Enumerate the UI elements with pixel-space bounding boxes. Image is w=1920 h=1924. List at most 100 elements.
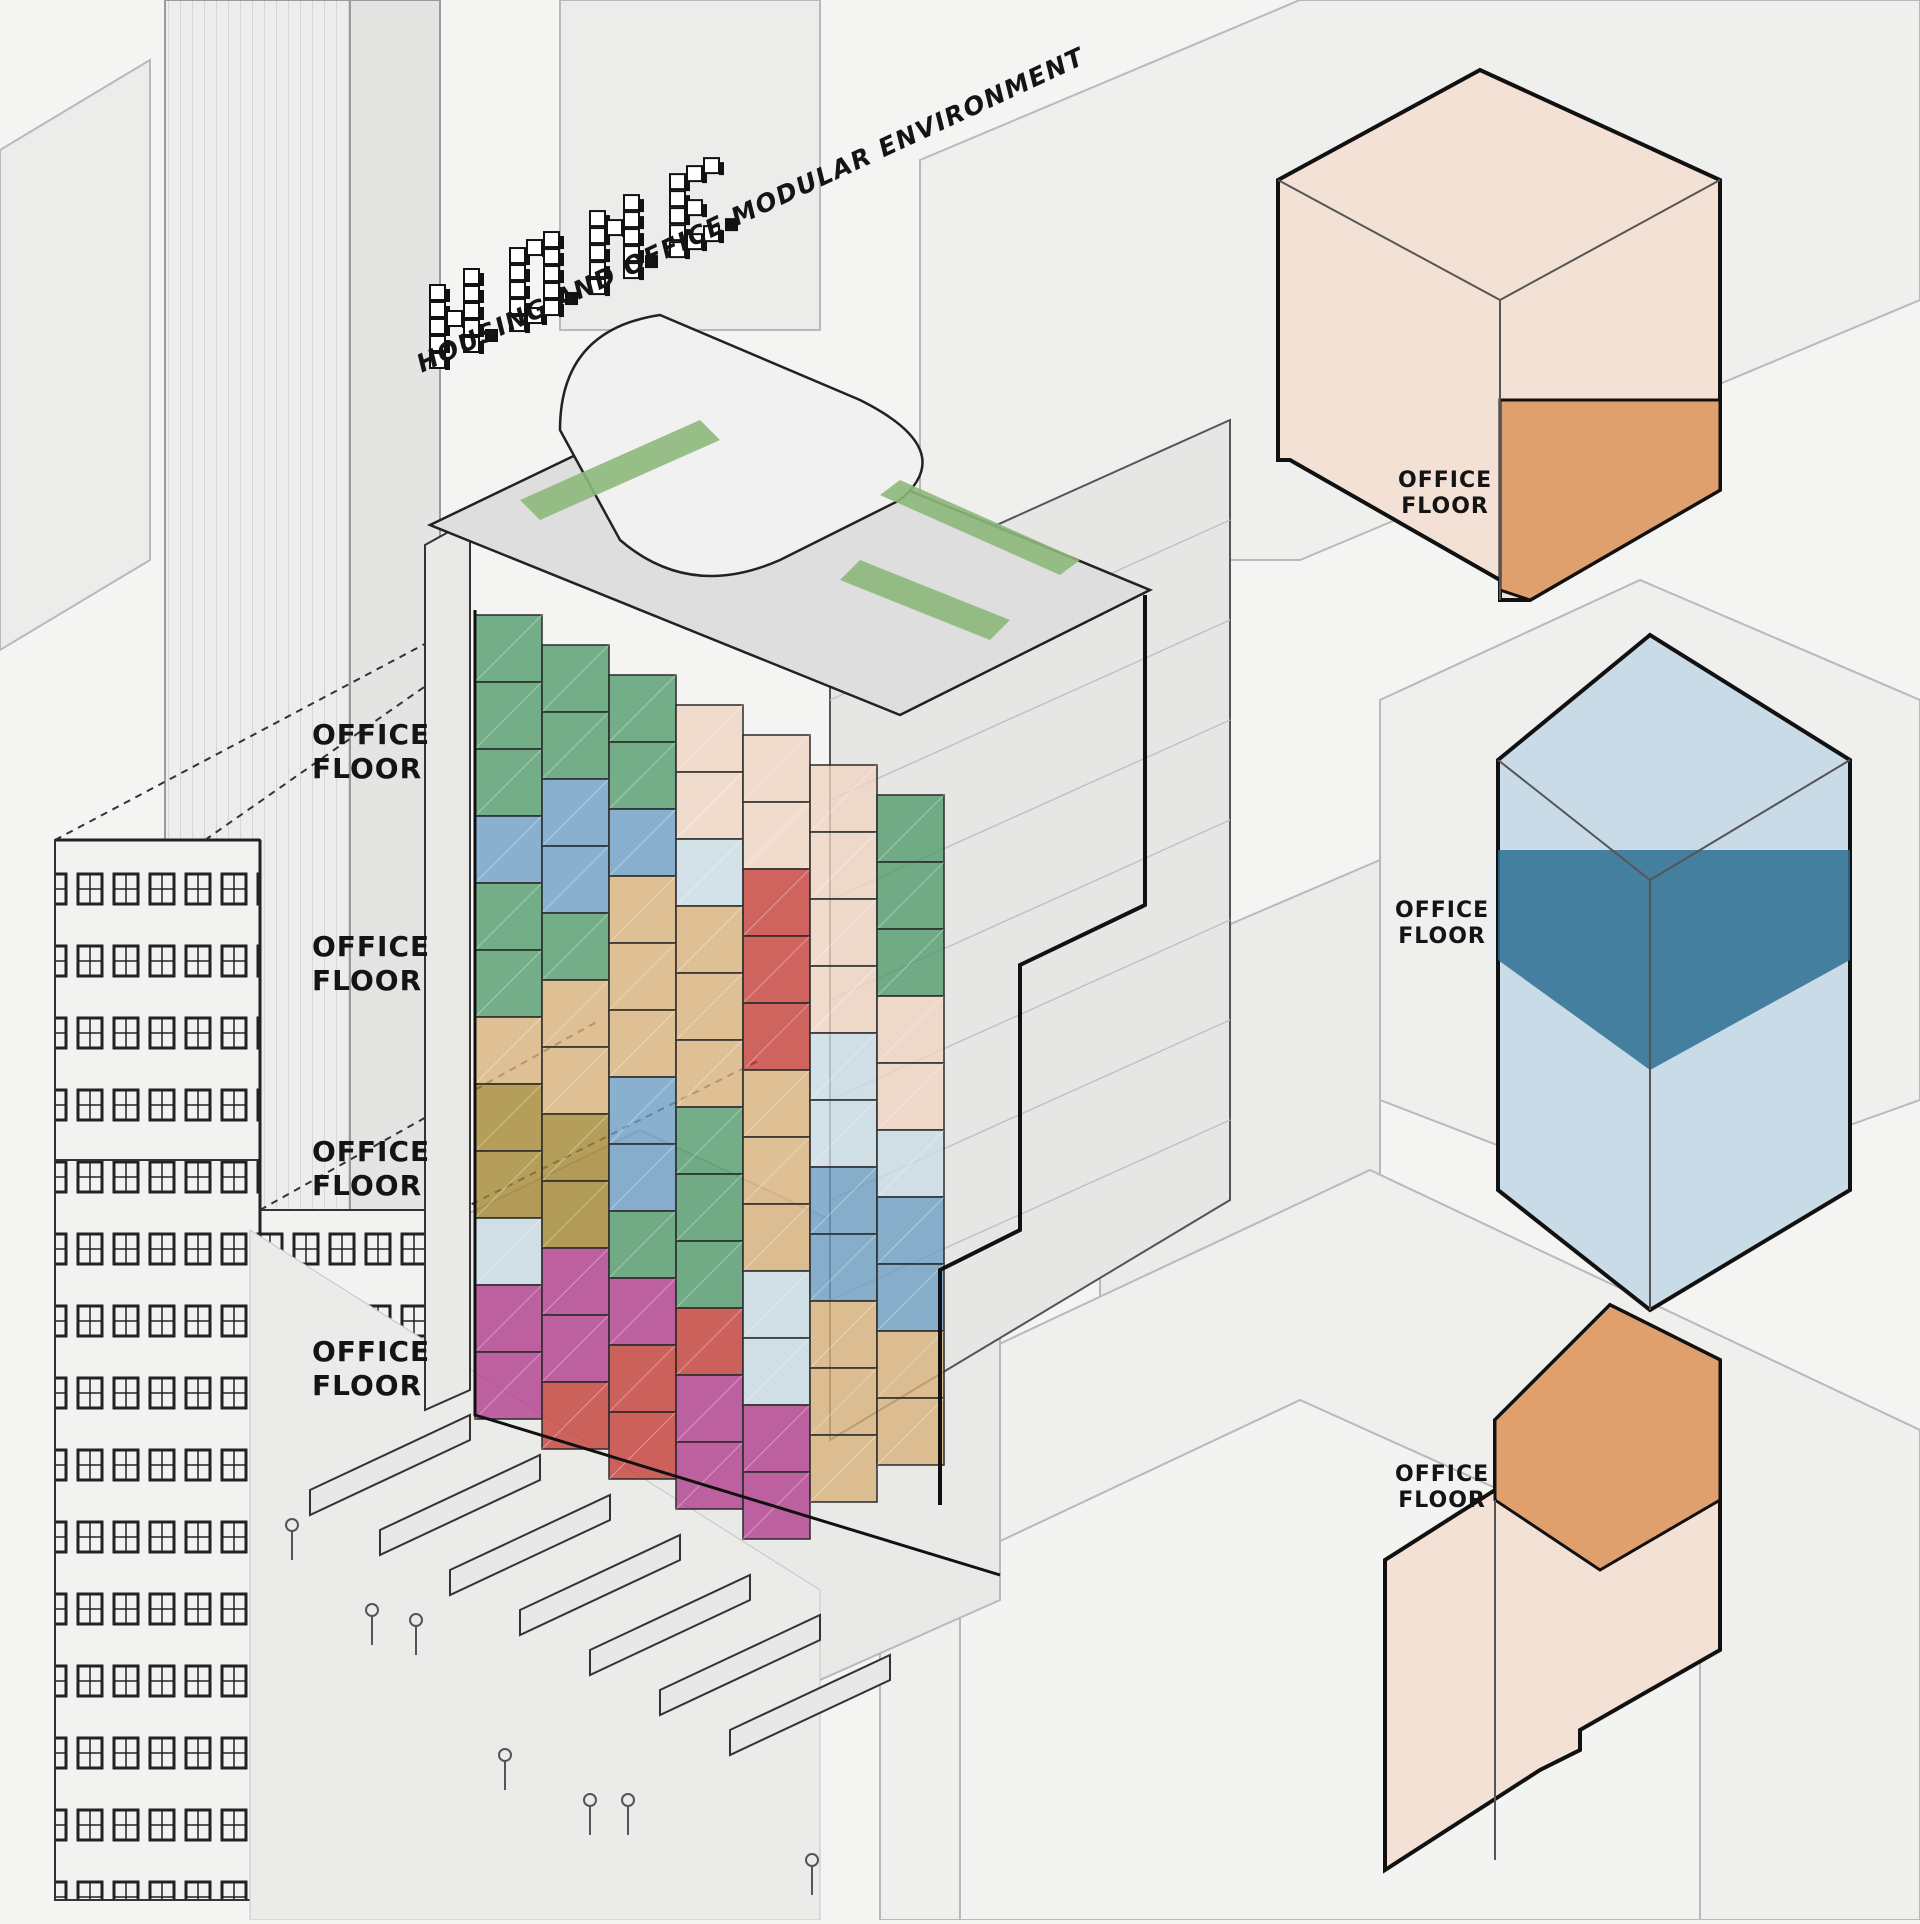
module-cell — [675, 905, 744, 974]
cell-diagonal — [742, 935, 811, 1004]
cell-diagonal — [742, 801, 811, 870]
cell-diagonal — [809, 898, 878, 967]
module-cell — [474, 1351, 543, 1420]
cell-diagonal — [541, 1180, 610, 1249]
cell-diagonal — [876, 995, 945, 1064]
cell-diagonal — [474, 748, 543, 817]
logo-block — [543, 265, 560, 283]
logo-block-shadow — [605, 266, 610, 280]
logo-block-shadow — [559, 287, 564, 301]
logo-block-shadow — [639, 199, 644, 213]
logo-block-shadow — [639, 267, 644, 281]
cell-diagonal — [541, 1314, 610, 1383]
logo-block — [509, 281, 526, 299]
logo-block — [509, 247, 526, 265]
logo-block — [686, 199, 703, 217]
module-cell — [474, 1284, 543, 1353]
logo-block — [686, 165, 703, 183]
cell-diagonal — [474, 614, 543, 683]
logo-block-shadow — [605, 283, 610, 297]
logo-block — [606, 219, 623, 237]
inset-unit-bottom — [1383, 1302, 1722, 1874]
module-cell — [809, 831, 878, 900]
inset-unit-top — [1276, 67, 1722, 602]
module-cell — [608, 741, 677, 810]
module-cell — [608, 875, 677, 944]
logo-block-shadow — [685, 178, 690, 192]
cell-diagonal — [608, 1344, 677, 1413]
module-cell — [608, 1210, 677, 1279]
module-cell — [742, 1270, 811, 1339]
logo-block-shadow — [702, 204, 707, 218]
logo-block-shadow — [525, 269, 530, 283]
cell-diagonal — [474, 949, 543, 1018]
logo-block-shadow — [639, 233, 644, 247]
module-cell — [675, 1374, 744, 1443]
logo-block-shadow — [542, 312, 547, 326]
logo-dot — [565, 292, 578, 306]
logo-block — [669, 173, 686, 191]
module-cell — [541, 1180, 610, 1249]
module-cell — [675, 1441, 744, 1510]
cell-diagonal — [876, 1397, 945, 1466]
module-cell — [675, 1173, 744, 1242]
cell-diagonal — [742, 734, 811, 803]
cell-diagonal — [876, 861, 945, 930]
logo-block-shadow — [479, 324, 484, 337]
logo-block-shadow — [525, 252, 530, 266]
module-cell — [474, 1217, 543, 1286]
module-cell — [608, 1076, 677, 1145]
module-cell — [742, 1136, 811, 1205]
inset-unit-middle — [1496, 632, 1852, 1313]
logo-block-shadow — [479, 307, 484, 320]
module-cell — [474, 681, 543, 750]
logo-block-shadow — [685, 212, 690, 226]
logo-dot — [725, 218, 738, 232]
cell-diagonal — [608, 808, 677, 877]
logo-block — [429, 284, 446, 301]
logo-block — [623, 194, 640, 212]
logo-block — [446, 310, 463, 327]
module-cells — [474, 614, 945, 1540]
cell-diagonal — [809, 831, 878, 900]
logo-block-shadow — [685, 246, 690, 260]
module-cell — [742, 801, 811, 870]
module-cell — [809, 1434, 878, 1503]
cell-diagonal — [608, 674, 677, 743]
module-cell — [876, 1263, 945, 1332]
cell-diagonal — [541, 1247, 610, 1316]
cell-diagonal — [876, 1129, 945, 1198]
cell-diagonal — [608, 1076, 677, 1145]
main-tower — [309, 313, 1231, 1757]
logo-block-shadow — [525, 286, 530, 300]
module-cell — [474, 614, 543, 683]
cell-diagonal — [608, 875, 677, 944]
cell-diagonal — [541, 845, 610, 914]
cell-diagonal — [809, 965, 878, 1034]
cell-diagonal — [541, 1113, 610, 1182]
cell-diagonal — [675, 1039, 744, 1108]
module-cell — [742, 1404, 811, 1473]
cell-diagonal — [742, 1270, 811, 1339]
cell-diagonal — [742, 1203, 811, 1272]
logo-block-shadow — [702, 238, 707, 252]
cell-diagonal — [809, 1099, 878, 1168]
module-cell — [742, 1203, 811, 1272]
cell-diagonal — [608, 942, 677, 1011]
cell-diagonal — [474, 1284, 543, 1353]
logo-block — [463, 285, 480, 302]
cell-diagonal — [675, 704, 744, 773]
entrance-canopies — [309, 1413, 891, 1757]
logo-block — [429, 301, 446, 318]
cell-diagonal — [675, 771, 744, 840]
module-cell — [675, 1307, 744, 1376]
cell-diagonal — [809, 1434, 878, 1503]
module-cell — [608, 674, 677, 743]
cell-diagonal — [742, 1404, 811, 1473]
logo-block — [463, 268, 480, 285]
logo-block-shadow — [639, 216, 644, 230]
module-cell — [541, 1113, 610, 1182]
